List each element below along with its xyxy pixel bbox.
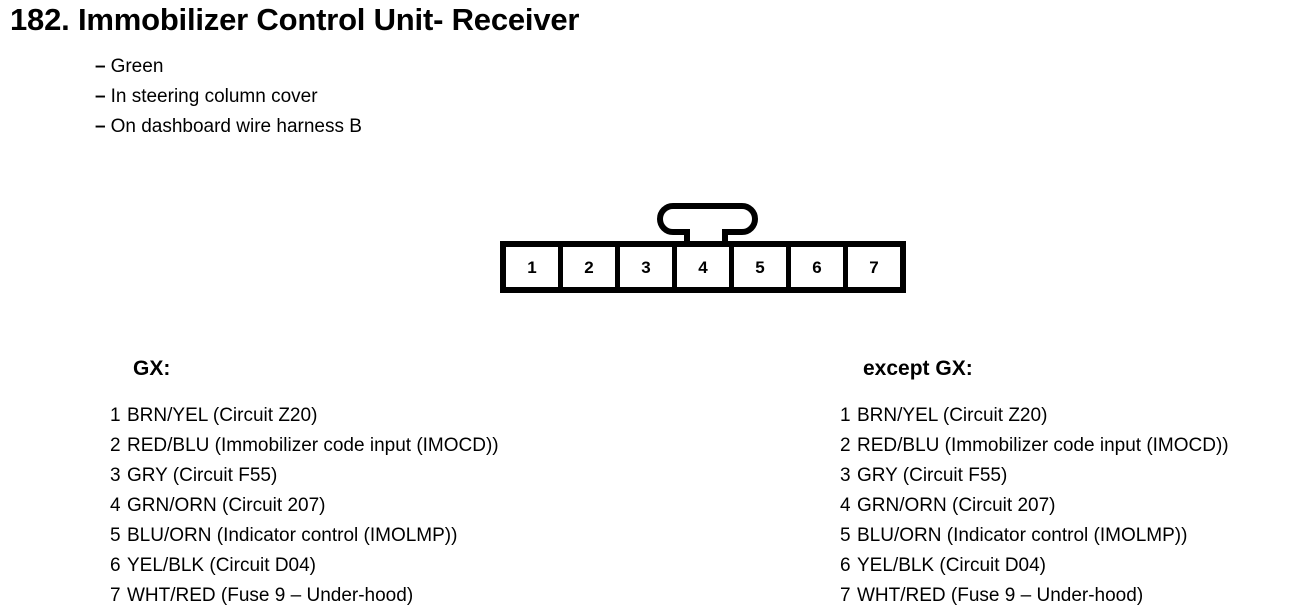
- pin-row: 6 YEL/BLK (Circuit D04): [840, 551, 1229, 581]
- connector-pin-cell: 3: [620, 247, 672, 287]
- connector-pin-cell: 5: [734, 247, 786, 287]
- connector-pin-cell: 6: [791, 247, 843, 287]
- list-item: –On dashboard wire harness B: [95, 112, 362, 142]
- pin-row: 4 GRN/ORN (Circuit 207): [840, 491, 1229, 521]
- connector-diagram: 1 2 3 4 5 6 7: [500, 203, 906, 293]
- pin-description: YEL/BLK (Circuit D04): [857, 555, 1047, 576]
- pin-number: 2: [840, 435, 851, 456]
- pin-description: GRY (Circuit F55): [127, 465, 278, 486]
- column-heading: except GX:: [863, 357, 973, 380]
- pin-description: BRN/YEL (Circuit Z20): [127, 405, 318, 426]
- list-item: –Green: [95, 52, 362, 82]
- pin-description: BRN/YEL (Circuit Z20): [857, 405, 1048, 426]
- pin-row: 3 GRY (Circuit F55): [110, 461, 499, 491]
- pin-description: WHT/RED (Fuse 9 – Under-hood): [127, 585, 414, 606]
- dash-bullet-icon: –: [95, 56, 106, 77]
- pin-number: 7: [840, 585, 851, 606]
- pin-list: 1 BRN/YEL (Circuit Z20) 2 RED/BLU (Immobil…: [110, 401, 499, 611]
- pin-row: 7 WHT/RED (Fuse 9 – Under-hood): [840, 581, 1229, 611]
- pin-number: 5: [110, 525, 121, 546]
- connector-pin-cell: 2: [563, 247, 615, 287]
- pin-row: 4 GRN/ORN (Circuit 207): [110, 491, 499, 521]
- pin-column-gx: GX: 1 BRN/YEL (Circuit Z20) 2 RED/BLU (Imm…: [110, 356, 499, 611]
- subpoint-list: –Green –In steering column cover –On das…: [95, 52, 362, 142]
- dash-bullet-icon: –: [95, 86, 106, 107]
- list-item-label: Green: [110, 56, 164, 77]
- pin-number: 2: [110, 435, 121, 456]
- pin-list: 1 BRN/YEL (Circuit Z20) 2 RED/BLU (Immobil…: [840, 401, 1229, 611]
- pin-number: 7: [110, 585, 121, 606]
- page-title: 182. Immobilizer Control Unit- Receiver: [10, 2, 580, 37]
- pin-row: 1 BRN/YEL (Circuit Z20): [840, 401, 1229, 431]
- pin-number: 5: [840, 525, 851, 546]
- pin-row: 1 BRN/YEL (Circuit Z20): [110, 401, 499, 431]
- pin-number: 4: [840, 495, 851, 516]
- pin-row: 3 GRY (Circuit F55): [840, 461, 1229, 491]
- list-item-label: In steering column cover: [110, 86, 318, 107]
- pin-description: BLU/ORN (Indicator control (IMOLMP)): [127, 525, 458, 546]
- connector-pin-cell: 7: [848, 247, 900, 287]
- list-item-label: On dashboard wire harness B: [110, 116, 362, 137]
- pin-number: 3: [110, 465, 121, 486]
- pin-description: GRN/ORN (Circuit 207): [127, 495, 326, 516]
- pin-number: 1: [840, 405, 851, 426]
- pin-row: 6 YEL/BLK (Circuit D04): [110, 551, 499, 581]
- pin-number: 4: [110, 495, 121, 516]
- pin-description: WHT/RED (Fuse 9 – Under-hood): [857, 585, 1144, 606]
- pin-column-except-gx: except GX: 1 BRN/YEL (Circuit Z20) 2 RED/B…: [840, 356, 1229, 611]
- pin-number: 3: [840, 465, 851, 486]
- pin-row: 5 BLU/ORN (Indicator control (IMOLMP)): [110, 521, 499, 551]
- pin-number: 6: [110, 555, 121, 576]
- connector-pin-cell: 1: [506, 247, 558, 287]
- pin-row: 5 BLU/ORN (Indicator control (IMOLMP)): [840, 521, 1229, 551]
- connector-pin-block: 1 2 3 4 5 6 7: [500, 241, 906, 293]
- pin-number: 1: [110, 405, 121, 426]
- pin-description: YEL/BLK (Circuit D04): [127, 555, 317, 576]
- pin-row: 7 WHT/RED (Fuse 9 – Under-hood): [110, 581, 499, 611]
- pin-description: GRN/ORN (Circuit 207): [857, 495, 1056, 516]
- pin-description: GRY (Circuit F55): [857, 465, 1008, 486]
- column-heading: GX:: [133, 357, 171, 380]
- pin-row: 2 RED/BLU (Immobilizer code input (IMOCD)…: [840, 431, 1229, 461]
- pin-description: BLU/ORN (Indicator control (IMOLMP)): [857, 525, 1188, 546]
- connector-pin-cell: 4: [677, 247, 729, 287]
- dash-bullet-icon: –: [95, 116, 106, 137]
- pin-description: RED/BLU (Immobilizer code input (IMOCD)): [857, 435, 1229, 456]
- pin-row: 2 RED/BLU (Immobilizer code input (IMOCD)…: [110, 431, 499, 461]
- pin-number: 6: [840, 555, 851, 576]
- connector-latch-neck-fill: [690, 225, 722, 235]
- list-item: –In steering column cover: [95, 82, 362, 112]
- pin-description: RED/BLU (Immobilizer code input (IMOCD)): [127, 435, 499, 456]
